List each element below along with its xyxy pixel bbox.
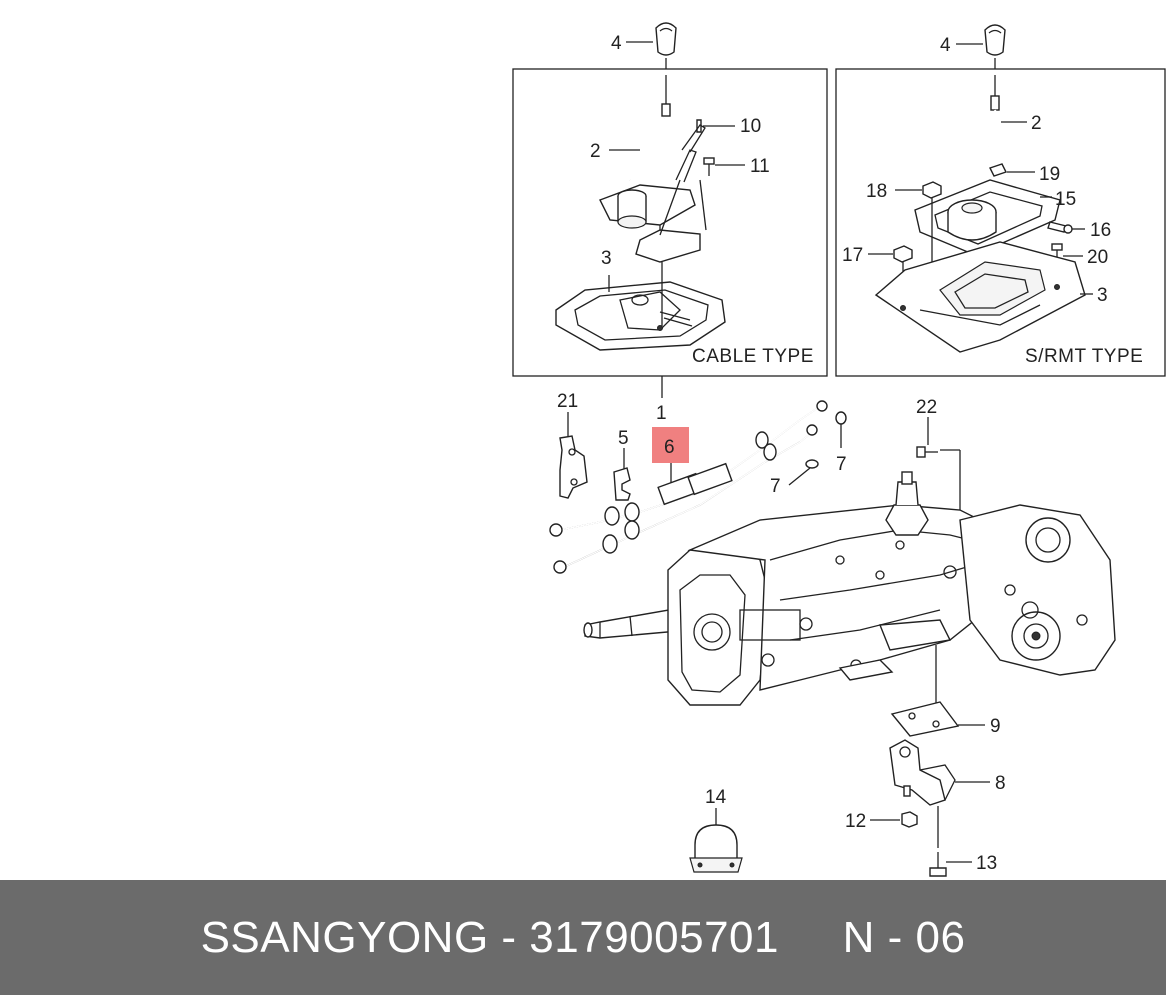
label-knob: 4 <box>611 33 622 54</box>
label-plate: 3 <box>601 248 612 269</box>
srmt-type-panel: 4 2 19 15 16 18 <box>835 24 1166 377</box>
label-washer-top: 7 <box>836 454 847 475</box>
label-nut-18: 18 <box>866 181 887 202</box>
shift-cables-part <box>549 400 828 574</box>
label-plate-rmt: 3 <box>1097 285 1108 306</box>
label-assembly: 1 <box>656 403 667 424</box>
label-bracket: 21 <box>557 391 578 412</box>
label-bolt-22: 22 <box>916 397 937 418</box>
label-mount: 8 <box>995 773 1006 794</box>
label-clip-rmt: 19 <box>1039 164 1060 185</box>
label-cable: 6 <box>664 437 675 458</box>
label-lever: 2 <box>590 141 601 162</box>
shift-plate-part <box>555 262 726 351</box>
cable-type-panel: 4 2 10 11 <box>512 22 828 377</box>
highlight-box <box>652 427 689 463</box>
label-lever-rmt: 2 <box>1031 113 1042 134</box>
label-housing: 15 <box>1055 189 1076 210</box>
label-bolt: 11 <box>750 156 770 177</box>
cable-type-caption: CABLE TYPE <box>692 346 814 367</box>
bracket-part <box>559 412 588 499</box>
shift-lever-part <box>609 75 671 181</box>
label-bolt-16: 16 <box>1090 220 1111 241</box>
parts-diagram: 4 2 10 11 <box>512 22 1166 877</box>
label-nut-17: 17 <box>842 245 863 266</box>
label-bolt-13: 13 <box>976 853 997 874</box>
srmt-type-caption: S/RMT TYPE <box>1025 346 1143 367</box>
label-plug: 14 <box>705 787 727 808</box>
shifter-base-part <box>599 124 707 263</box>
retainer-part <box>613 448 631 501</box>
label-knob-rmt: 4 <box>940 35 951 56</box>
plug-part <box>689 808 743 873</box>
label-clip: 10 <box>740 116 761 137</box>
rmt-plate-part <box>874 241 1093 353</box>
label-pad: 9 <box>990 716 1001 737</box>
label-retainer: 5 <box>618 428 629 449</box>
transmission-part <box>583 471 1116 706</box>
rmt-housing-part <box>914 179 1061 256</box>
footer-bar: SSANGYONG - 3179005701 N - 06 <box>0 880 1166 995</box>
mount-part <box>889 739 990 806</box>
label-bolt-20: 20 <box>1087 247 1108 268</box>
shift-knob-part <box>626 22 677 69</box>
label-washer-mid: 7 <box>770 476 781 497</box>
label-nut-12: 12 <box>845 811 866 832</box>
part-number-caption: SSANGYONG - 3179005701 N - 06 <box>200 912 966 962</box>
